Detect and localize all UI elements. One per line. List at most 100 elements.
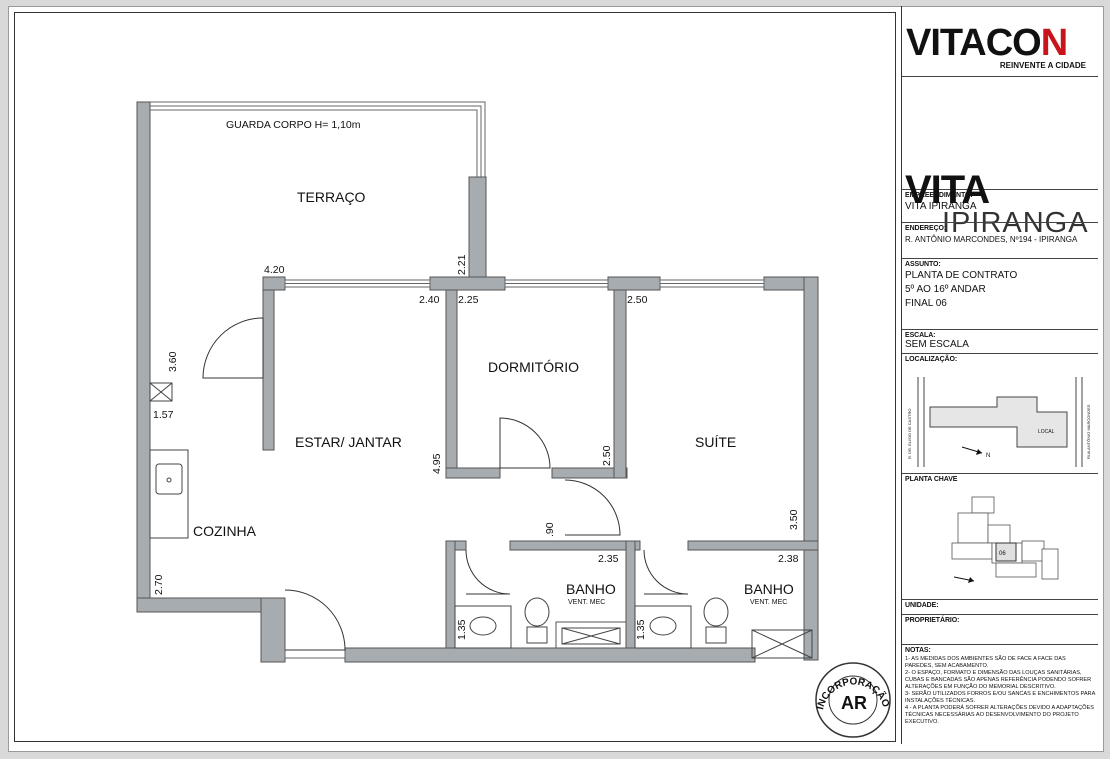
wall-west <box>136 101 151 613</box>
wall-bath-divider <box>625 540 636 661</box>
empreendimento-value: VITA IPIRANGA <box>905 201 977 212</box>
brand-logo: VITACON <box>906 22 1068 64</box>
loc-street-right: RUA ANTÔNIO MARCONDES <box>1086 404 1091 459</box>
wall-dorm-west <box>445 289 458 479</box>
project-logo-line1: VITA <box>905 168 990 212</box>
wall-north-3 <box>607 276 661 291</box>
dim-135b: 1.35 <box>635 619 647 640</box>
unidade-label: UNIDADE: <box>905 602 939 609</box>
label-vent-1: VENT. MEC <box>568 599 605 606</box>
notas-list: 1- AS MEDIDAS DOS AMBIENTES SÃO DE FACE … <box>905 656 1095 726</box>
title-block: VITACON REINVENTE A CIDADE VITA IPIRANGA… <box>901 6 1100 744</box>
kitchen-counter <box>149 449 189 539</box>
planta-chave-map: 06 <box>951 496 1059 583</box>
dim-238: 2.38 <box>778 553 799 565</box>
label-banho-2: BANHO <box>744 581 794 597</box>
door-terrace <box>202 317 264 379</box>
escala-value: SEM ESCALA <box>905 339 969 350</box>
chave-unit: 06 <box>999 551 1006 557</box>
wall-living-west <box>262 289 275 451</box>
label-vent-2: VENT. MEC <box>750 599 787 606</box>
dim-235: 2.35 <box>598 553 619 565</box>
escala-label: ESCALA: <box>905 332 936 339</box>
wall-bath-north-3 <box>687 540 819 551</box>
localizacao-label: LOCALIZAÇÃO: <box>905 356 958 363</box>
wall-east <box>803 276 819 661</box>
dim-225: 2.25 <box>458 294 479 306</box>
nota-4: 4 - A PLANTA PODERÁ SOFRER ALTERAÇÕES DE… <box>905 705 1094 725</box>
label-cozinha: COZINHA <box>193 523 257 539</box>
proprietario-cell: PROPRIETÁRIO: <box>902 614 1098 645</box>
endereco-value: R. ANTÔNIO MARCONDES, Nº194 - IPIRANGA <box>905 235 1078 244</box>
assunto-cell: ASSUNTO: PLANTA DE CONTRATO 5º AO 16º AN… <box>902 258 1098 330</box>
bath2-counter <box>634 605 692 649</box>
wall-dorm-east <box>613 289 627 479</box>
door-bath-1 <box>465 549 511 595</box>
endereco-cell: ENDEREÇO: R. ANTÔNIO MARCONDES, Nº194 - … <box>902 222 1098 259</box>
stamp-center-text: AR <box>841 693 867 713</box>
proprietario-label: PROPRIETÁRIO: <box>905 617 960 624</box>
dim-420: 4.20 <box>264 264 285 276</box>
label-guard-corpo: GUARDA CORPO H= 1,10m <box>226 119 361 131</box>
dim-221: 2.21 <box>456 254 468 275</box>
dim-157: 1.57 <box>153 409 174 421</box>
plan-frame <box>14 12 896 742</box>
localizacao-cell: LOCALIZAÇÃO: R. DR. ELISIO DE CASTRO RUA… <box>902 353 1098 474</box>
wall-south-2 <box>260 597 286 663</box>
dim-240: 2.40 <box>419 294 440 306</box>
wall-bath-north-2 <box>509 540 641 551</box>
dim-250b: 2.50 <box>601 445 613 466</box>
bath1-counter <box>454 605 512 649</box>
dim-135a: 1.35 <box>456 619 468 640</box>
incorporacao-stamp: INCORPORAÇÃO AR <box>815 662 891 738</box>
assunto-line-1: PLANTA DE CONTRATO <box>905 270 1018 281</box>
notas-label: NOTAS: <box>905 647 931 654</box>
loc-north: N <box>986 453 990 459</box>
shaft-kitchen <box>149 382 173 402</box>
brand-tagline: REINVENTE A CIDADE <box>999 61 1086 70</box>
nota-2: 2- O ESPAÇO, FORMATO E DIMENSÃO DAS LOUÇ… <box>905 670 1092 690</box>
unidade-cell: UNIDADE: <box>902 599 1098 615</box>
assunto-line-2: 5º AO 16º ANDAR <box>905 284 986 295</box>
nota-1: 1- AS MEDIDAS DOS AMBIENTES SÃO DE FACE … <box>905 656 1066 669</box>
empreendimento-label: EMPREENDIMENTO: <box>905 192 973 199</box>
nota-3: 3- SERÃO UTILIZADOS FORROS E/OU SANCAS E… <box>905 691 1096 704</box>
window-kitchen-south <box>284 649 346 659</box>
wall-dorm-south-2 <box>551 467 628 479</box>
dim-360: 3.60 <box>167 351 179 372</box>
project-logo-cell: VITA IPIRANGA <box>902 76 1098 238</box>
assunto-line-3: FINAL 06 <box>905 298 947 309</box>
loc-local: LOCAL <box>1038 429 1055 435</box>
dim-350: 3.50 <box>788 509 800 530</box>
escala-cell: ESCALA: SEM ESCALA <box>902 329 1098 354</box>
door-suite <box>564 479 621 536</box>
wall-south-3 <box>344 647 756 663</box>
door-entry <box>284 589 346 651</box>
planta-chave-label: PLANTA CHAVE <box>905 476 958 483</box>
assunto-label: ASSUNTO: <box>905 261 941 268</box>
bath1-toilet <box>524 597 550 627</box>
bath1-shaft <box>561 627 621 645</box>
wall-north-2 <box>429 276 506 291</box>
notas-cell: NOTAS: 1- AS MEDIDAS DOS AMBIENTES SÃO D… <box>902 644 1098 744</box>
wall-north-1 <box>262 276 286 291</box>
bath2-shaft <box>751 629 813 659</box>
door-dorm <box>499 417 551 469</box>
dim-250a: 2.50 <box>627 294 648 306</box>
endereco-label: ENDEREÇO: <box>905 225 947 232</box>
wall-south-1 <box>136 597 274 613</box>
bath2-toilet <box>703 597 729 627</box>
label-banho-1: BANHO <box>566 581 616 597</box>
label-estar: ESTAR/ JANTAR <box>295 434 402 450</box>
label-suite: SUÍTE <box>695 434 736 450</box>
dim-495: 4.95 <box>431 453 443 474</box>
bath1-sink <box>469 616 497 636</box>
wall-dorm-south-1 <box>445 467 501 479</box>
loc-street-left: R. DR. ELISIO DE CASTRO <box>907 409 912 459</box>
project-logo-line2: IPIRANGA <box>942 207 1089 239</box>
door-bath-2 <box>643 549 689 595</box>
planta-chave-cell: PLANTA CHAVE 06 <box>902 473 1098 600</box>
brand-cell: VITACON REINVENTE A CIDADE <box>902 6 1098 77</box>
empreendimento-cell: EMPREENDIMENTO: VITA IPIRANGA <box>902 189 1098 223</box>
